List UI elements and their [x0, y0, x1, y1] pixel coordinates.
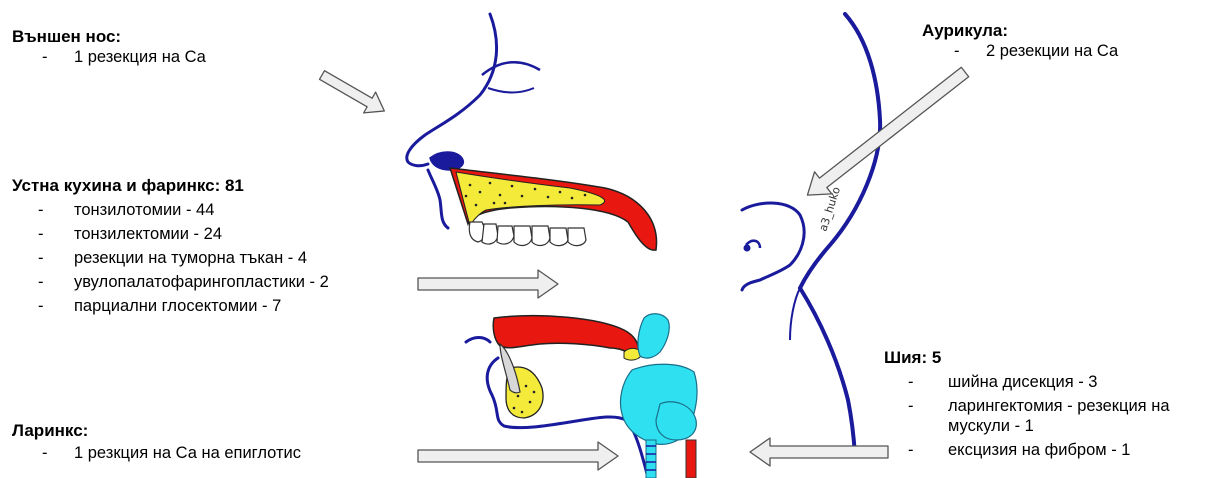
neck-item-text: ексцизия на фибром - 1 [948, 440, 1204, 460]
external-nose-item-text: 1 резекция на Са [74, 47, 312, 67]
larynx-item-text: 1 резкция на Са на епиглотис [74, 443, 412, 463]
upper-teeth [469, 222, 586, 246]
bullet-dash: - [38, 272, 44, 292]
nape-outline [790, 288, 800, 340]
auricle-title: Аурикула: [922, 21, 1202, 41]
external-nose-block: Външен нос: - 1 резекция на Са [12, 27, 312, 67]
bullet-dash: - [908, 372, 914, 392]
oral-pharynx-item-text: резекции на туморна тъкан - 4 [74, 248, 412, 268]
nostril-shape [430, 152, 463, 170]
ear-outline [742, 203, 804, 290]
auricle-block: Аурикула: - 2 резекции на Са [922, 21, 1202, 61]
list-item: - парциални глосектомии - 7 [12, 296, 412, 316]
list-item: - резекции на туморна тъкан - 4 [12, 248, 412, 268]
bullet-dash: - [38, 224, 44, 244]
bullet-dash: - [954, 41, 960, 61]
auricle-item-text: 2 резекции на Са [986, 41, 1202, 61]
arrow-external-nose [316, 65, 390, 122]
eye-upper-outline [482, 62, 540, 75]
larynx-block: Ларинкс: - 1 резкция на Са на епиглотис [12, 421, 412, 463]
head-neck-outline [800, 14, 880, 455]
ear-canal [744, 245, 751, 252]
bullet-dash: - [908, 396, 914, 416]
oral-pharynx-list: - тонзилотомии - 44 - тонзилектомии - 24… [12, 200, 412, 316]
bullet-dash: - [42, 47, 48, 67]
list-item: - тонзилектомии - 24 [12, 224, 412, 244]
arrow-auricle [799, 61, 974, 206]
oral-pharynx-item-text: тонзилектомии - 24 [74, 224, 412, 244]
upper-lip-outline [428, 170, 448, 228]
epiglottis-shape [638, 314, 669, 358]
neck-title: Шия: 5 [884, 348, 1204, 368]
bullet-dash: - [42, 443, 48, 463]
oral-pharynx-block: Устна кухина и фаринкс: 81 - тонзилотоми… [12, 176, 412, 316]
esophagus-tube [686, 440, 696, 478]
auricle-list: - 2 резекции на Са [922, 41, 1202, 61]
list-item: - увулопалатофарингопластики - 2 [12, 272, 400, 292]
bullet-dash: - [38, 296, 44, 316]
neck-item-text: ларингектомия - резекция на мускули - 1 [948, 396, 1204, 436]
oral-pharynx-item-text: парциални глосектомии - 7 [74, 296, 412, 316]
eye-lower-outline [488, 88, 534, 93]
tongue-shape [493, 316, 638, 356]
list-item: - 2 резекции на Са [922, 41, 1202, 61]
arrow-neck [750, 438, 888, 466]
nose-profile-outline [407, 14, 497, 166]
list-item: - 1 резкция на Са на епиглотис [12, 443, 412, 463]
larynx-list: - 1 резкция на Са на епиглотис [12, 443, 412, 463]
external-nose-list: - 1 резекция на Са [12, 47, 312, 67]
external-nose-title: Външен нос: [12, 27, 312, 47]
list-item: - ексцизия на фибром - 1 [884, 440, 1204, 460]
oral-pharynx-item-text: увулопалатофарингопластики - 2 [74, 272, 400, 292]
lip-outline [466, 338, 490, 343]
bullet-dash: - [38, 248, 44, 268]
list-item: - тонзилотомии - 44 [12, 200, 412, 220]
bullet-dash: - [38, 200, 44, 220]
neck-block: Шия: 5 - шийна дисекция - 3 - ларингекто… [884, 348, 1204, 460]
oral-pharynx-item-text: тонзилотомии - 44 [74, 200, 412, 220]
neck-list: - шийна дисекция - 3 - ларингектомия - р… [884, 372, 1204, 460]
arrow-oral-pharynx [418, 270, 558, 298]
bullet-dash: - [908, 440, 914, 460]
neck-item-text: шийна дисекция - 3 [948, 372, 1204, 392]
larynx-title: Ларинкс: [12, 421, 412, 441]
list-item: - ларингектомия - резекция на мускули - … [884, 396, 1204, 436]
list-item: - 1 резекция на Са [12, 47, 312, 67]
list-item: - шийна дисекция - 3 [884, 372, 1204, 392]
oral-pharynx-title: Устна кухина и фаринкс: 81 [12, 176, 412, 196]
arrow-larynx [418, 442, 618, 470]
